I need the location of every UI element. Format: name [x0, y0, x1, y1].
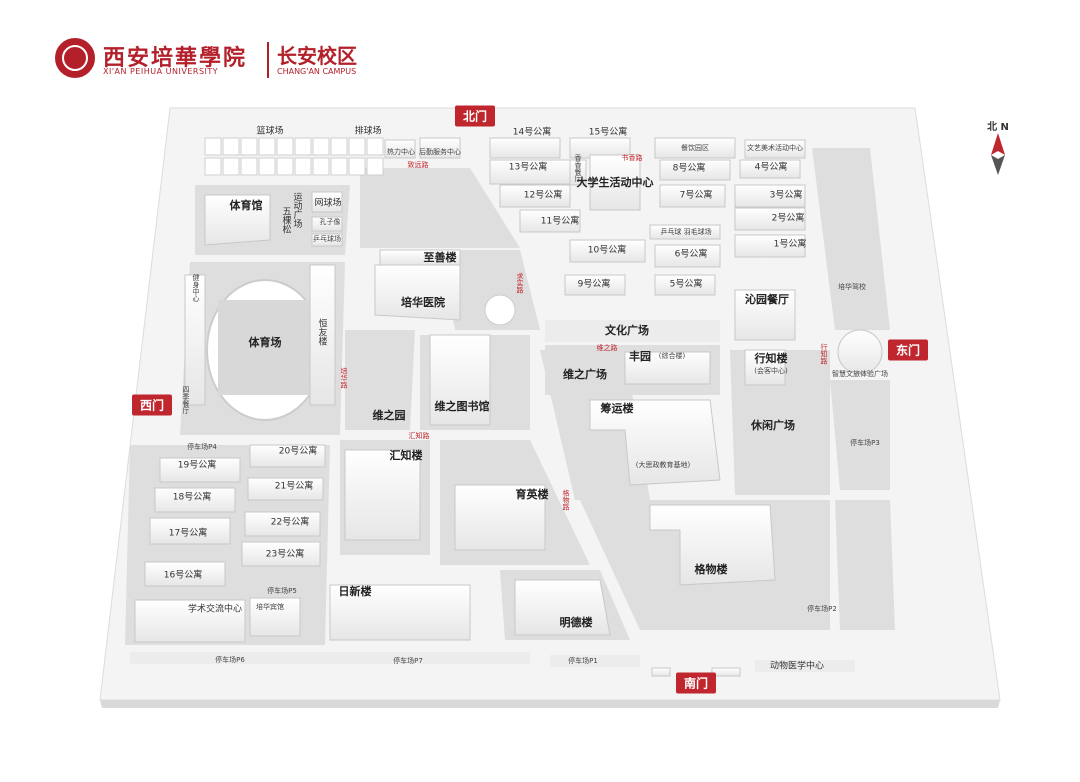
- rixin-label[interactable]: 日新楼: [338, 585, 372, 598]
- dorm-13[interactable]: 13号公寓: [508, 162, 548, 173]
- dorm-3[interactable]: 3号公寓: [769, 190, 803, 201]
- school-seal-icon: [55, 38, 95, 78]
- xiuxian-plaza-label[interactable]: 休闲广场: [751, 419, 795, 432]
- jianshen-label[interactable]: 健身中心: [192, 274, 200, 302]
- dorm-20[interactable]: 20号公寓: [278, 446, 318, 457]
- student-center-label[interactable]: 大学生活动中心: [576, 176, 654, 189]
- yuying-label[interactable]: 育英楼: [515, 488, 549, 501]
- road-zhiyuan: 致远路: [407, 161, 429, 169]
- parking-p3[interactable]: 停车场P3: [850, 439, 880, 447]
- dorm-14[interactable]: 14号公寓: [512, 127, 552, 138]
- art-center-label[interactable]: 文艺美术活动中心: [747, 144, 803, 152]
- parking-p7[interactable]: 停车场P7: [393, 657, 423, 665]
- hougin-label[interactable]: 后勤服务中心: [419, 148, 461, 156]
- dorm-18[interactable]: 18号公寓: [172, 492, 212, 503]
- dorm-5[interactable]: 5号公寓: [669, 279, 703, 290]
- chouyun-label[interactable]: 筹运楼: [600, 402, 634, 415]
- south-gate[interactable]: 南门: [675, 672, 717, 694]
- academic-center-label[interactable]: 学术交流中心: [187, 604, 243, 615]
- road-huizhi: 汇知路: [408, 432, 430, 440]
- road-shuxiang: 书香路: [621, 154, 643, 162]
- wenhua-plaza-label[interactable]: 文化广场: [605, 324, 649, 337]
- dorm-19[interactable]: 19号公寓: [177, 460, 217, 471]
- basketball-court[interactable]: 篮球场: [256, 126, 284, 137]
- road-peihua: 培华路: [340, 367, 348, 389]
- fengyuan-label[interactable]: 丰园: [629, 350, 651, 363]
- wuxing-label[interactable]: 五棵松: [280, 206, 291, 234]
- huanqiu-label[interactable]: 智慧文旅体验广场: [832, 370, 888, 378]
- dorm-15[interactable]: 15号公寓: [588, 127, 628, 138]
- dorm-17[interactable]: 17号公寓: [168, 528, 208, 539]
- dorm-16[interactable]: 16号公寓: [163, 570, 203, 581]
- dorm-4[interactable]: 4号公寓: [754, 162, 788, 173]
- school-name-en: XI'AN PEIHUA UNIVERSITY: [103, 67, 219, 76]
- parking-p5[interactable]: 停车场P5: [267, 587, 297, 595]
- zhishan-label[interactable]: 至善楼: [423, 251, 457, 264]
- volleyball-court[interactable]: 排球场: [354, 126, 382, 137]
- fengyuan-note: (综合楼): [658, 352, 686, 360]
- hospital-label[interactable]: 培华医院: [401, 296, 445, 309]
- road-gewu: 格物路: [562, 489, 570, 511]
- stadium-label[interactable]: 体育场: [248, 336, 282, 349]
- dorm-22[interactable]: 22号公寓: [270, 517, 310, 528]
- school-name-cn: 西安培華學院: [103, 45, 248, 71]
- hotel-label[interactable]: 培华宾馆: [256, 603, 284, 611]
- dorm-1[interactable]: 1号公寓: [773, 239, 807, 250]
- weizhi-plaza-label[interactable]: 维之广场: [563, 368, 607, 381]
- dorm-10[interactable]: 10号公寓: [587, 245, 627, 256]
- dorm-12[interactable]: 12号公寓: [523, 190, 563, 201]
- road-xingzhi: 行知路: [820, 343, 828, 365]
- library-label[interactable]: 维之图书馆: [434, 400, 490, 413]
- campus-name-cn: 长安校区: [277, 44, 357, 68]
- kongzi-label[interactable]: 孔子像: [319, 218, 341, 226]
- sigui-label[interactable]: 四季餐厅: [182, 386, 190, 414]
- campus-name-en: CHANG'AN CAMPUS: [277, 67, 357, 76]
- pingpong-court-label[interactable]: 乒乓球场: [313, 235, 341, 243]
- dorm-9[interactable]: 9号公寓: [577, 279, 611, 290]
- pingpong-badminton-label[interactable]: 乒乓球 羽毛球场: [660, 228, 712, 236]
- hengyou-label[interactable]: 恒友楼: [316, 318, 327, 346]
- east-gate[interactable]: 东门: [887, 339, 929, 361]
- dorm-2[interactable]: 2号公寓: [771, 213, 805, 224]
- weizhi-garden-label[interactable]: 维之园: [372, 409, 406, 422]
- gym-label[interactable]: 体育馆: [229, 199, 263, 212]
- shuiwu-label[interactable]: 热力中心: [387, 148, 415, 156]
- qinyuan-canteen-label[interactable]: 沁园餐厅: [745, 293, 789, 306]
- road-qiushi: 求实路: [516, 272, 524, 294]
- parking-p1[interactable]: 停车场P1: [568, 657, 598, 665]
- parking-p2[interactable]: 停车场P2: [807, 605, 837, 613]
- dorm-21[interactable]: 21号公寓: [274, 481, 314, 492]
- mingde-label[interactable]: 明德楼: [559, 616, 593, 629]
- driving-school-label[interactable]: 培华驾校: [838, 283, 866, 291]
- animal-center-label[interactable]: 动物医学中心: [769, 661, 825, 672]
- sports-plaza-label[interactable]: 运动广场: [291, 192, 302, 228]
- dorm-6[interactable]: 6号公寓: [674, 249, 708, 260]
- food-park-label[interactable]: 餐饮园区: [681, 144, 709, 152]
- header-divider: [267, 42, 269, 78]
- north-gate[interactable]: 北门: [454, 105, 496, 127]
- dorm-8[interactable]: 8号公寓: [672, 163, 706, 174]
- west-gate[interactable]: 西门: [131, 394, 173, 416]
- parking-p4[interactable]: 停车场P4: [187, 443, 217, 451]
- chouyun-note: (大思政教育基地): [635, 461, 691, 469]
- huizhi-label[interactable]: 汇知楼: [389, 449, 423, 462]
- compass-label: 北 N: [987, 122, 1009, 133]
- canteen-north-label[interactable]: 香香餐厅: [574, 154, 582, 182]
- dorm-23[interactable]: 23号公寓: [265, 549, 305, 560]
- xingzhi-note: (会客中心): [754, 367, 788, 375]
- road-weizhi: 维之路: [596, 344, 618, 352]
- tennis-label[interactable]: 网球场: [314, 198, 342, 209]
- parking-p6[interactable]: 停车场P6: [215, 656, 245, 664]
- xingzhi-label[interactable]: 行知楼: [754, 352, 788, 365]
- dorm-7[interactable]: 7号公寓: [679, 190, 713, 201]
- gewu-label[interactable]: 格物楼: [694, 563, 728, 576]
- dorm-11[interactable]: 11号公寓: [540, 216, 580, 227]
